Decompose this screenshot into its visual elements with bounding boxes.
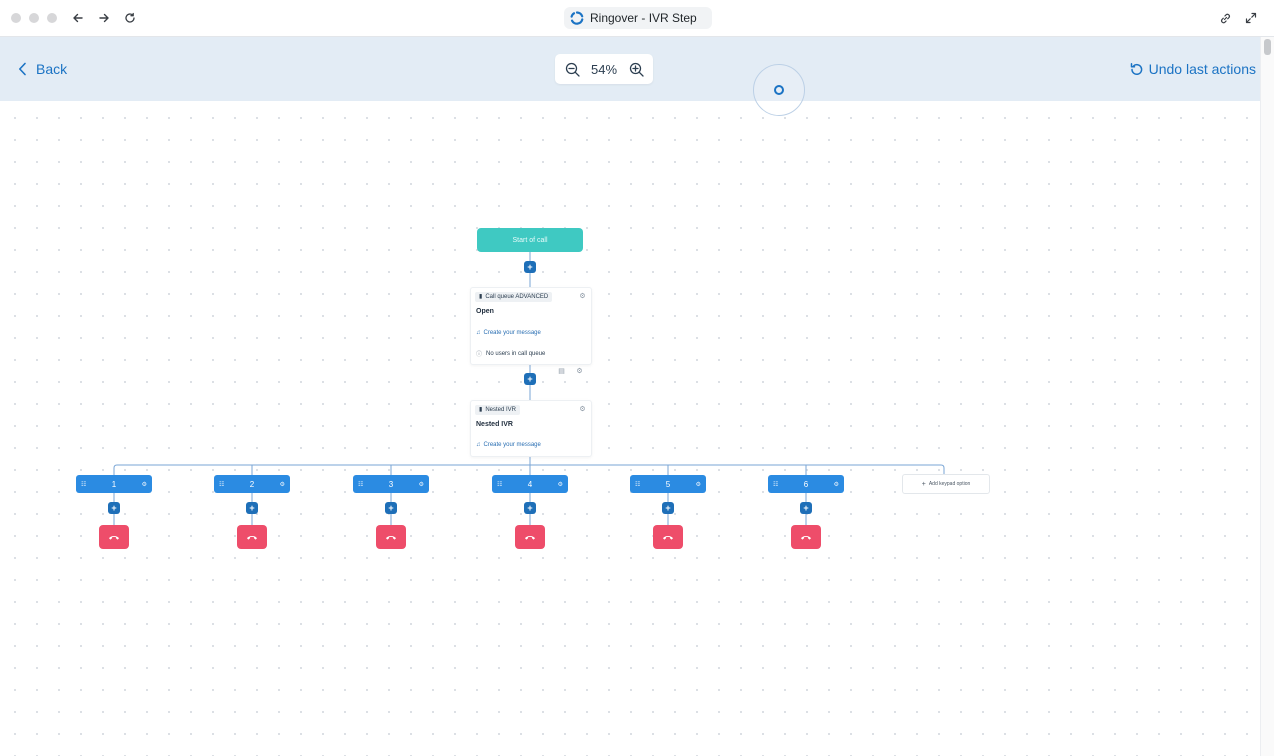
add-step-button[interactable]: + — [524, 261, 536, 273]
keypad-icon: ☷ — [773, 481, 779, 488]
keypad-icon: ☷ — [219, 481, 225, 488]
zoom-in-icon[interactable] — [627, 60, 645, 78]
keypad-option-6[interactable]: ☷ 6 ⚙ — [768, 475, 844, 493]
keypad-option-2[interactable]: ☷ 2 ⚙ — [214, 475, 290, 493]
browser-back-icon[interactable] — [68, 8, 88, 28]
add-step-button[interactable]: + — [385, 502, 397, 514]
undo-button[interactable]: Undo last actions — [1129, 59, 1256, 79]
window-close-dot[interactable] — [11, 13, 21, 23]
keypad-settings-icon[interactable]: ⚙ — [695, 481, 701, 488]
browser-forward-icon[interactable] — [94, 8, 114, 28]
loading-indicator — [753, 64, 805, 116]
copy-icon[interactable]: ▤ — [558, 367, 565, 375]
phone-hangup-icon — [386, 535, 396, 540]
hangup-node[interactable] — [653, 525, 683, 549]
browser-reload-icon[interactable] — [120, 8, 140, 28]
hangup-node[interactable] — [237, 525, 267, 549]
add-step-button[interactable]: + — [662, 502, 674, 514]
call-queue-info: ⓘ No users in call queue — [476, 350, 546, 359]
music-note-icon: ♫ — [476, 442, 481, 448]
add-step-button[interactable]: + — [800, 502, 812, 514]
nested-ivr-node[interactable]: ▮ Nested IVR ⚙ Nested IVR ♫ Create your … — [470, 400, 592, 457]
hangup-node[interactable] — [99, 525, 129, 549]
call-queue-title: Open — [476, 308, 494, 315]
keypad-icon: ☷ — [358, 481, 364, 488]
keypad-icon: ☷ — [81, 481, 87, 488]
vertical-scrollbar[interactable] — [1260, 37, 1274, 756]
phone-hangup-icon — [525, 535, 535, 540]
browser-tab[interactable]: Ringover - IVR Step — [564, 7, 712, 29]
speaker-icon: ▮ — [479, 294, 483, 300]
window-chrome: Ringover - IVR Step — [0, 0, 1274, 37]
editor-toolbar: Back 54% Undo last actions — [0, 37, 1260, 101]
tab-title: Ringover - IVR Step — [590, 11, 697, 25]
call-queue-message-link[interactable]: ♫ Create your message — [476, 330, 541, 336]
scrollbar-thumb[interactable] — [1264, 39, 1271, 55]
info-icon: ⓘ — [476, 352, 483, 358]
music-note-icon: ♫ — [476, 330, 481, 336]
hangup-node[interactable] — [791, 525, 821, 549]
nested-ivr-title: Nested IVR — [476, 421, 513, 428]
back-label: Back — [36, 61, 68, 77]
keypad-option-3[interactable]: ☷ 3 ⚙ — [353, 475, 429, 493]
chevron-left-icon — [19, 62, 26, 76]
keypad-settings-icon[interactable]: ⚙ — [141, 481, 147, 488]
node-settings-icon[interactable]: ⚙ — [579, 405, 586, 413]
hangup-node[interactable] — [376, 525, 406, 549]
back-button[interactable]: Back — [18, 59, 67, 79]
start-of-call-label: Start of call — [512, 236, 548, 244]
keypad-settings-icon[interactable]: ⚙ — [279, 481, 285, 488]
add-step-button[interactable]: + — [246, 502, 258, 514]
keypad-option-4[interactable]: ☷ 4 ⚙ — [492, 475, 568, 493]
add-step-button[interactable]: + — [524, 502, 536, 514]
node-settings-icon[interactable]: ⚙ — [579, 292, 586, 300]
call-queue-tag: ▮ Call queue ADVANCED — [475, 292, 553, 302]
start-of-call-node[interactable]: Start of call — [477, 228, 583, 252]
hangup-node[interactable] — [515, 525, 545, 549]
phone-hangup-icon — [247, 535, 257, 540]
expand-icon[interactable] — [1242, 9, 1260, 27]
ringover-logo-icon — [570, 11, 584, 25]
nested-ivr-tag: ▮ Nested IVR — [475, 405, 520, 415]
undo-label: Undo last actions — [1148, 61, 1256, 77]
add-step-button[interactable]: + — [108, 502, 120, 514]
phone-hangup-icon — [663, 535, 673, 540]
keypad-option-5[interactable]: ☷ 5 ⚙ — [630, 475, 706, 493]
link-icon[interactable] — [1216, 9, 1234, 27]
add-step-button[interactable]: + — [524, 373, 536, 385]
add-keypad-option-button[interactable]: + Add keypad option — [902, 474, 990, 494]
zoom-control: 54% — [555, 54, 653, 84]
phone-hangup-icon — [109, 535, 119, 540]
window-minimize-dot[interactable] — [29, 13, 39, 23]
keypad-settings-icon[interactable]: ⚙ — [557, 481, 563, 488]
keypad-settings-icon[interactable]: ⚙ — [418, 481, 424, 488]
zoom-level: 54% — [590, 61, 618, 77]
speaker-icon: ▮ — [479, 407, 483, 413]
plus-icon: + — [921, 480, 926, 488]
spinner-icon — [774, 85, 784, 95]
keypad-settings-icon[interactable]: ⚙ — [833, 481, 839, 488]
flow-canvas[interactable] — [0, 101, 1260, 756]
call-queue-node[interactable]: ▮ Call queue ADVANCED ⚙ Open ♫ Create yo… — [470, 287, 592, 365]
keypad-icon: ☷ — [497, 481, 503, 488]
step-options-icon[interactable]: ⚙ — [576, 367, 583, 375]
undo-icon — [1130, 62, 1142, 75]
phone-hangup-icon — [801, 535, 811, 540]
keypad-option-1[interactable]: ☷ 1 ⚙ — [76, 475, 152, 493]
window-maximize-dot[interactable] — [47, 13, 57, 23]
keypad-icon: ☷ — [635, 481, 641, 488]
nested-ivr-message-link[interactable]: ♫ Create your message — [476, 442, 541, 448]
zoom-out-icon[interactable] — [563, 60, 581, 78]
